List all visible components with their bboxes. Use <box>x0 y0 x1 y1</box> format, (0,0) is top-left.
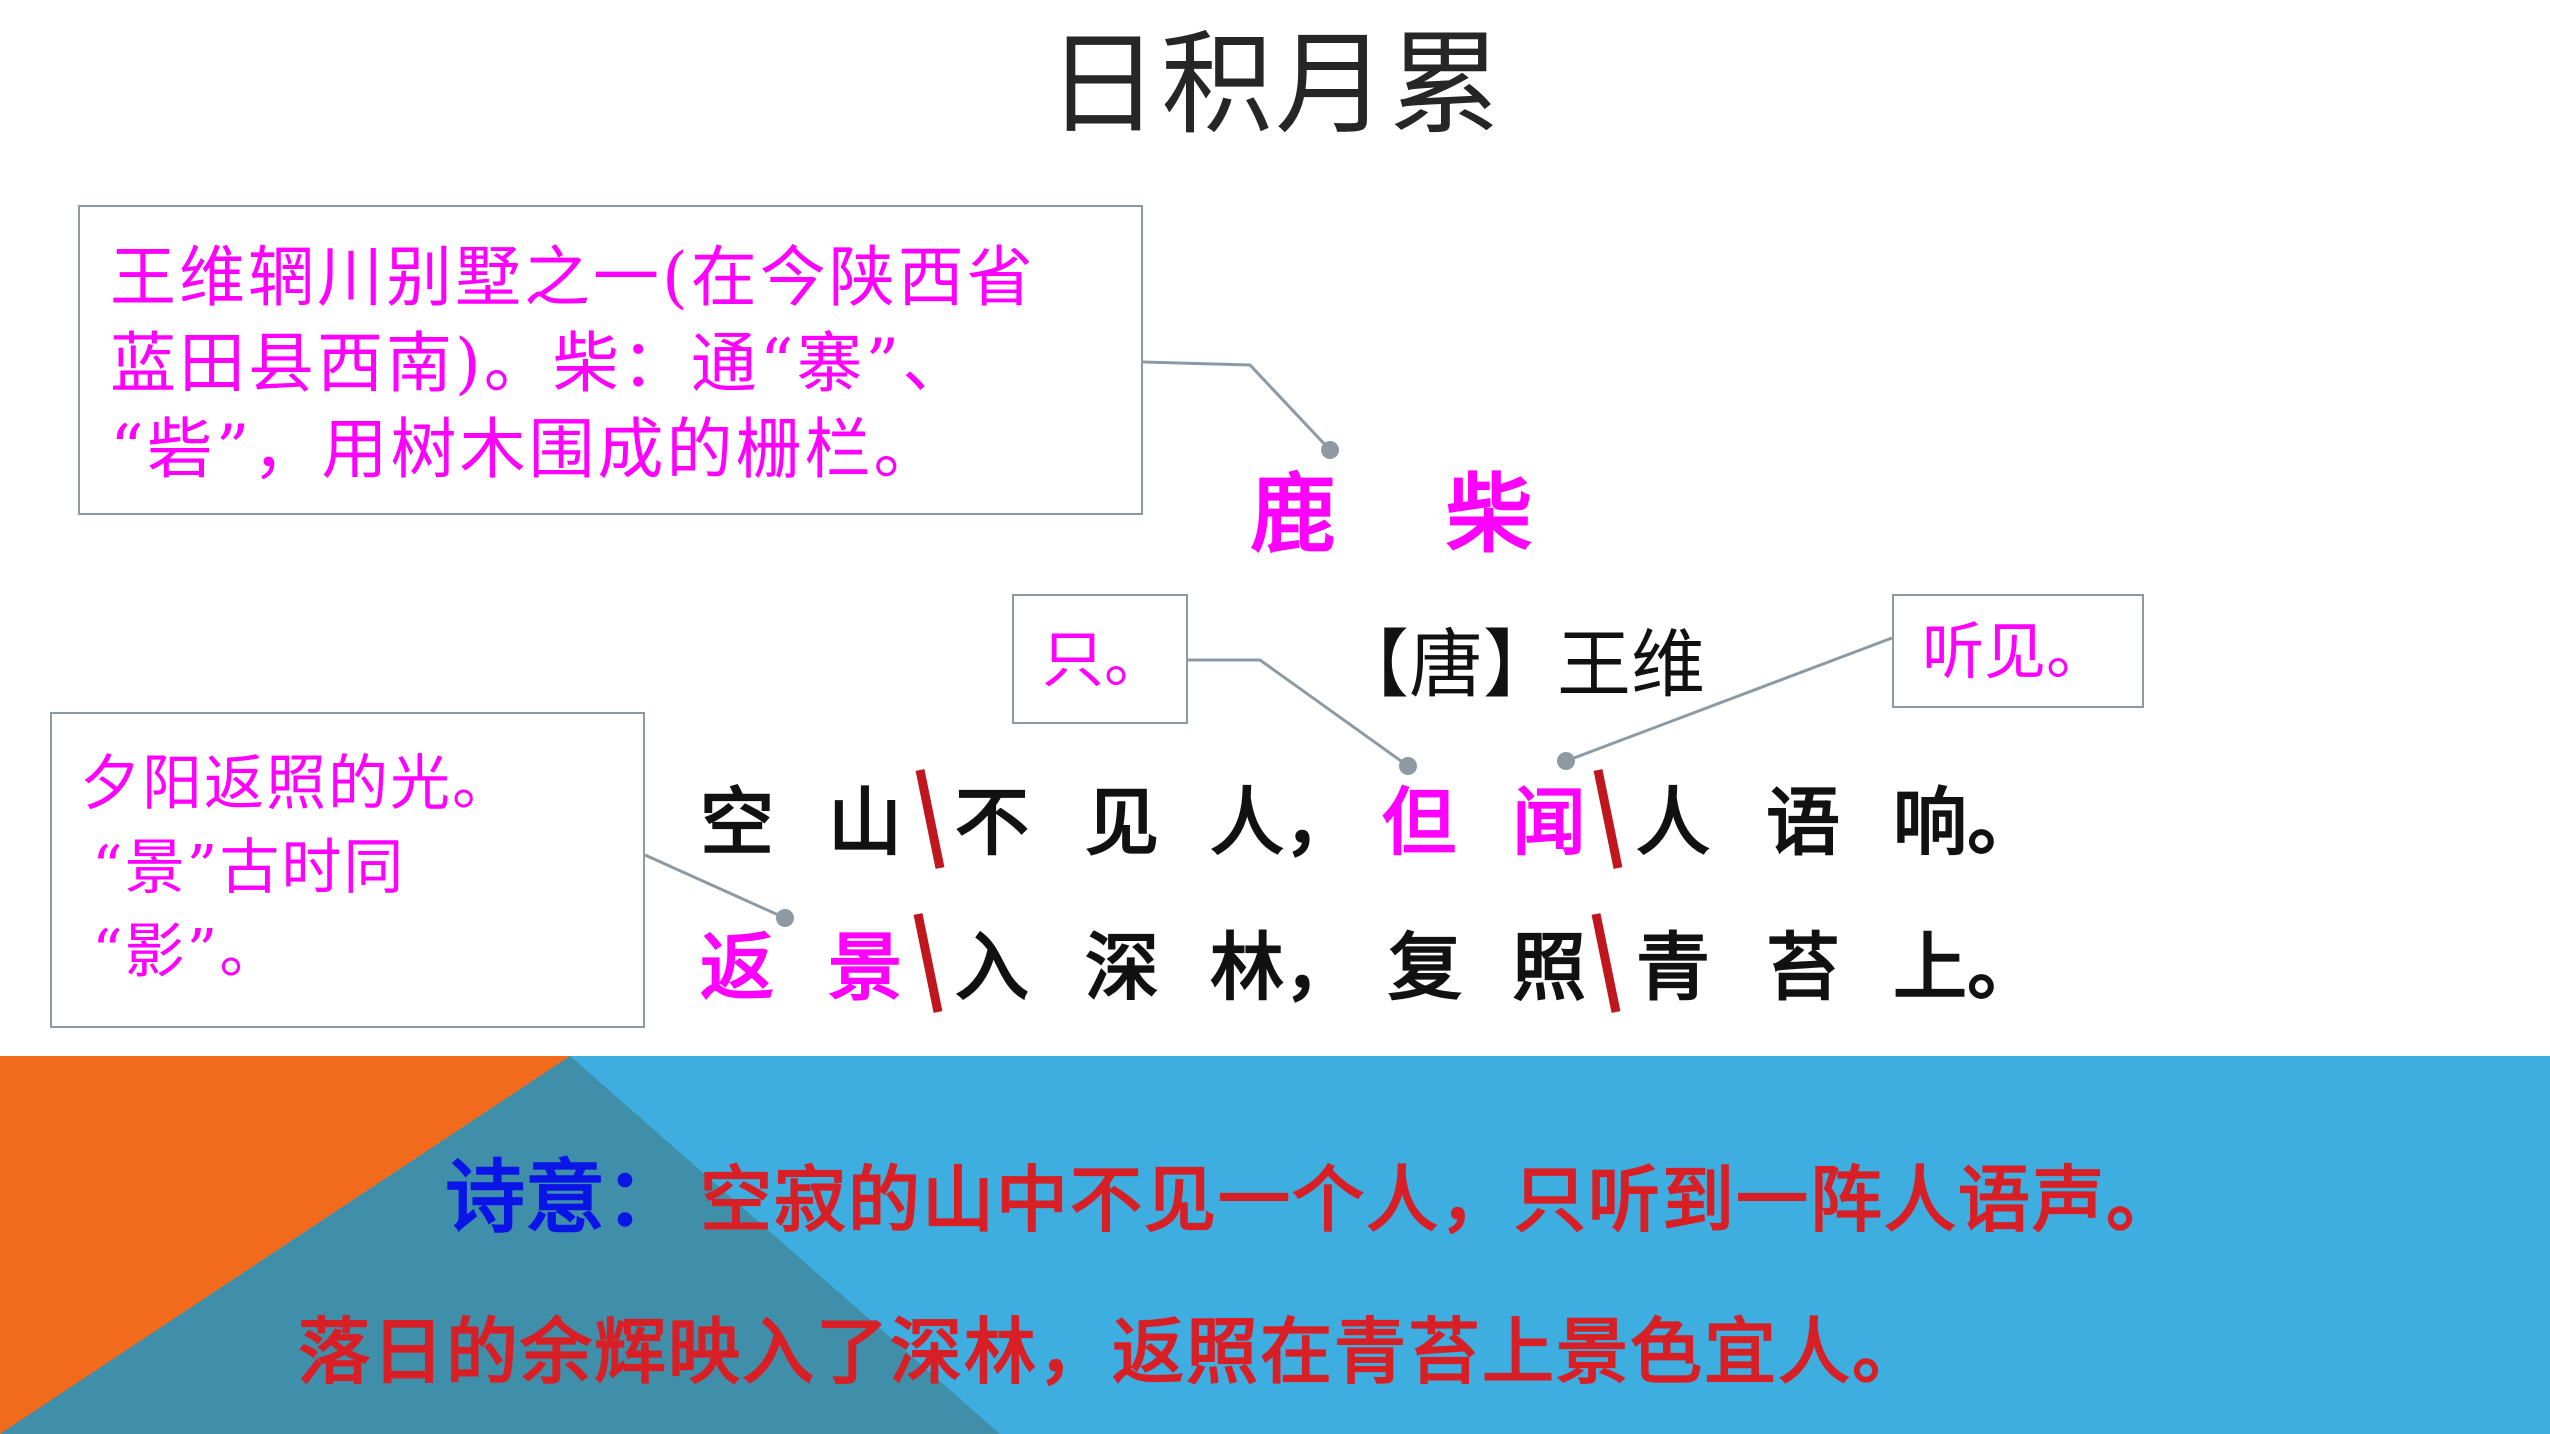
note-line: 夕阳返照的光。 <box>80 749 514 819</box>
poem-char: 语 <box>1766 780 1840 866</box>
poem-char: 苔 <box>1766 925 1840 1011</box>
note-line: 王维辋川别墅之一(在今陕西省 <box>110 239 1036 316</box>
poem-line-2: 返 景 入 深 林， 复 照 青 苔 上。 <box>0 918 2550 1018</box>
poem-line-1: 空 山 不 见 人， 但 闻 人 语 响。 <box>0 773 2550 873</box>
note-text: 听见。 <box>1922 615 2109 688</box>
note-fanjing: 夕阳返照的光。 “景”古时同 “影”。 <box>50 712 645 1028</box>
poem-char: 响。 <box>1893 780 2041 866</box>
banner-decoration <box>0 1056 1000 1434</box>
note-luzhai-place: 王维辋川别墅之一(在今陕西省 蓝田县西南)。柴：通“寨”、 “砦”，用树木围成的… <box>78 205 1143 515</box>
page-title: 日积月累 <box>1047 20 1503 150</box>
bottom-banner <box>0 1056 2550 1434</box>
note-line: 蓝田县西南)。柴：通“寨”、 <box>110 325 972 402</box>
meaning-line-1: 空寂的山中不见一个人，只听到一阵人语声。 <box>700 1157 2181 1242</box>
meaning-line-2: 落日的余辉映入了深林，返照在青苔上景色宜人。 <box>298 1309 1927 1394</box>
poem-char: 空 <box>700 780 774 866</box>
note-wen: 听见。 <box>1892 594 2144 708</box>
poem-author: 【唐】王维 <box>1335 622 1705 708</box>
poem-char-annotated: 景 <box>828 925 902 1011</box>
poem-char-annotated: 闻 <box>1512 780 1586 866</box>
poem-char: 人， <box>1210 780 1358 866</box>
note-line: “影”。 <box>92 917 282 987</box>
note-text: 只。 <box>1042 623 1167 696</box>
poem-char: 不 <box>955 780 1029 866</box>
poem-char: 林， <box>1210 925 1358 1011</box>
poem-char: 上。 <box>1893 925 2041 1011</box>
note-line: “砦”，用树木围成的栅栏。 <box>110 411 943 488</box>
poem-char: 山 <box>828 780 902 866</box>
poem-char: 深 <box>1085 925 1159 1011</box>
poem-char: 人 <box>1636 780 1710 866</box>
poem-char-annotated: 但 <box>1382 780 1456 866</box>
poem-char: 入 <box>955 925 1029 1011</box>
poem-char: 青 <box>1636 925 1710 1011</box>
note-line: “景”古时同 <box>92 833 406 903</box>
poem-char: 见 <box>1085 780 1159 866</box>
poem-title: 鹿 柴 <box>1250 464 1572 565</box>
meaning-label: 诗意： <box>445 1151 685 1244</box>
poem-char: 照 <box>1512 925 1586 1011</box>
poem-char-annotated: 返 <box>700 925 774 1011</box>
note-dan: 只。 <box>1012 594 1188 724</box>
poem-char: 复 <box>1388 925 1462 1011</box>
